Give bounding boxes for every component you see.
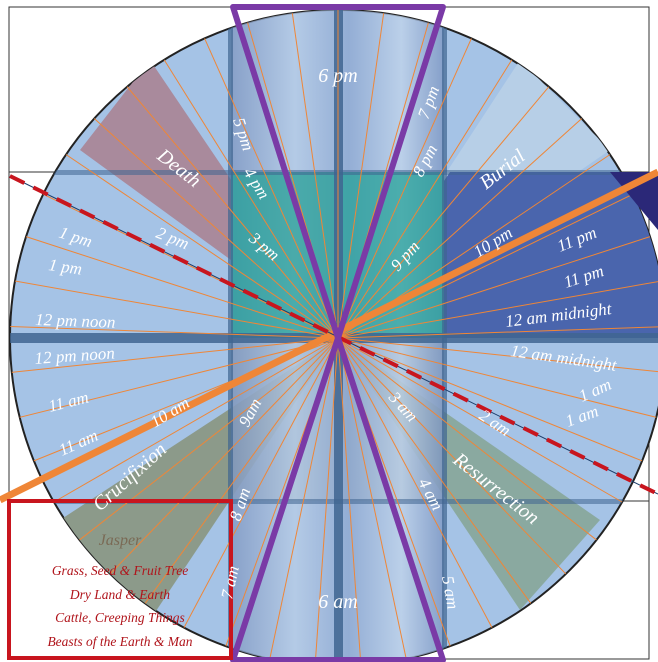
label-1pm-b: 1 pm <box>47 255 83 278</box>
label-12noon-a: 12 pm noon <box>35 310 116 332</box>
legend-line-3: Cattle, Creeping Things <box>55 610 185 625</box>
hour-ray <box>337 188 644 339</box>
hour-ray <box>337 77 557 339</box>
purple-triangle-bottom <box>230 335 446 662</box>
purple-triangle-top <box>230 4 446 341</box>
hour-ray <box>84 110 339 339</box>
hour-ray <box>313 337 339 662</box>
legend-line-2: Dry Land & Earth <box>69 587 170 602</box>
hour-ray <box>10 325 339 339</box>
hour-ray <box>157 49 339 339</box>
hour-ray <box>119 77 339 339</box>
hour-ray <box>69 337 339 548</box>
hour-ray <box>337 337 607 548</box>
hour-ray <box>337 337 654 466</box>
hour-ray <box>337 337 363 662</box>
hour-ray <box>337 337 539 614</box>
legend-line-4: Beasts of the Earth & Man <box>47 634 192 649</box>
hour-ray <box>337 232 658 339</box>
legend: Jasper Grass, Seed & Fruit Tree Dry Land… <box>47 532 192 649</box>
hour-ray <box>337 10 386 339</box>
hour-ray <box>337 110 592 339</box>
hour-ray <box>337 337 575 583</box>
legend-box <box>7 499 233 660</box>
hour-ray <box>43 337 339 509</box>
red-dashed-axis-line <box>9 174 658 496</box>
label-6am: 6 am <box>318 591 357 613</box>
hour-ray <box>10 337 339 421</box>
hour-ray <box>337 325 658 339</box>
hour-ray <box>337 337 633 509</box>
hour-ray <box>290 10 339 339</box>
hour-ray <box>199 27 339 339</box>
hour-ray <box>137 337 339 614</box>
hour-ray <box>10 278 339 339</box>
hour-ray <box>101 337 339 583</box>
legend-title: Jasper <box>99 532 142 549</box>
label-6pm: 6 pm <box>318 65 357 87</box>
hour-ray <box>266 337 339 662</box>
hour-ray <box>55 147 339 339</box>
hour-ray <box>177 337 339 639</box>
legend-line-1: Grass, Seed & Fruit Tree <box>52 563 188 578</box>
hour-ray <box>337 337 499 639</box>
hour-ray <box>337 337 410 662</box>
hour-ray <box>14 232 339 339</box>
orange-axis-line <box>0 168 658 504</box>
hour-ray <box>337 27 477 339</box>
hour-ray <box>10 337 339 375</box>
hour-ray <box>337 337 658 421</box>
hour-ray <box>337 278 658 339</box>
hour-ray <box>337 49 519 339</box>
hour-ray <box>337 337 658 375</box>
